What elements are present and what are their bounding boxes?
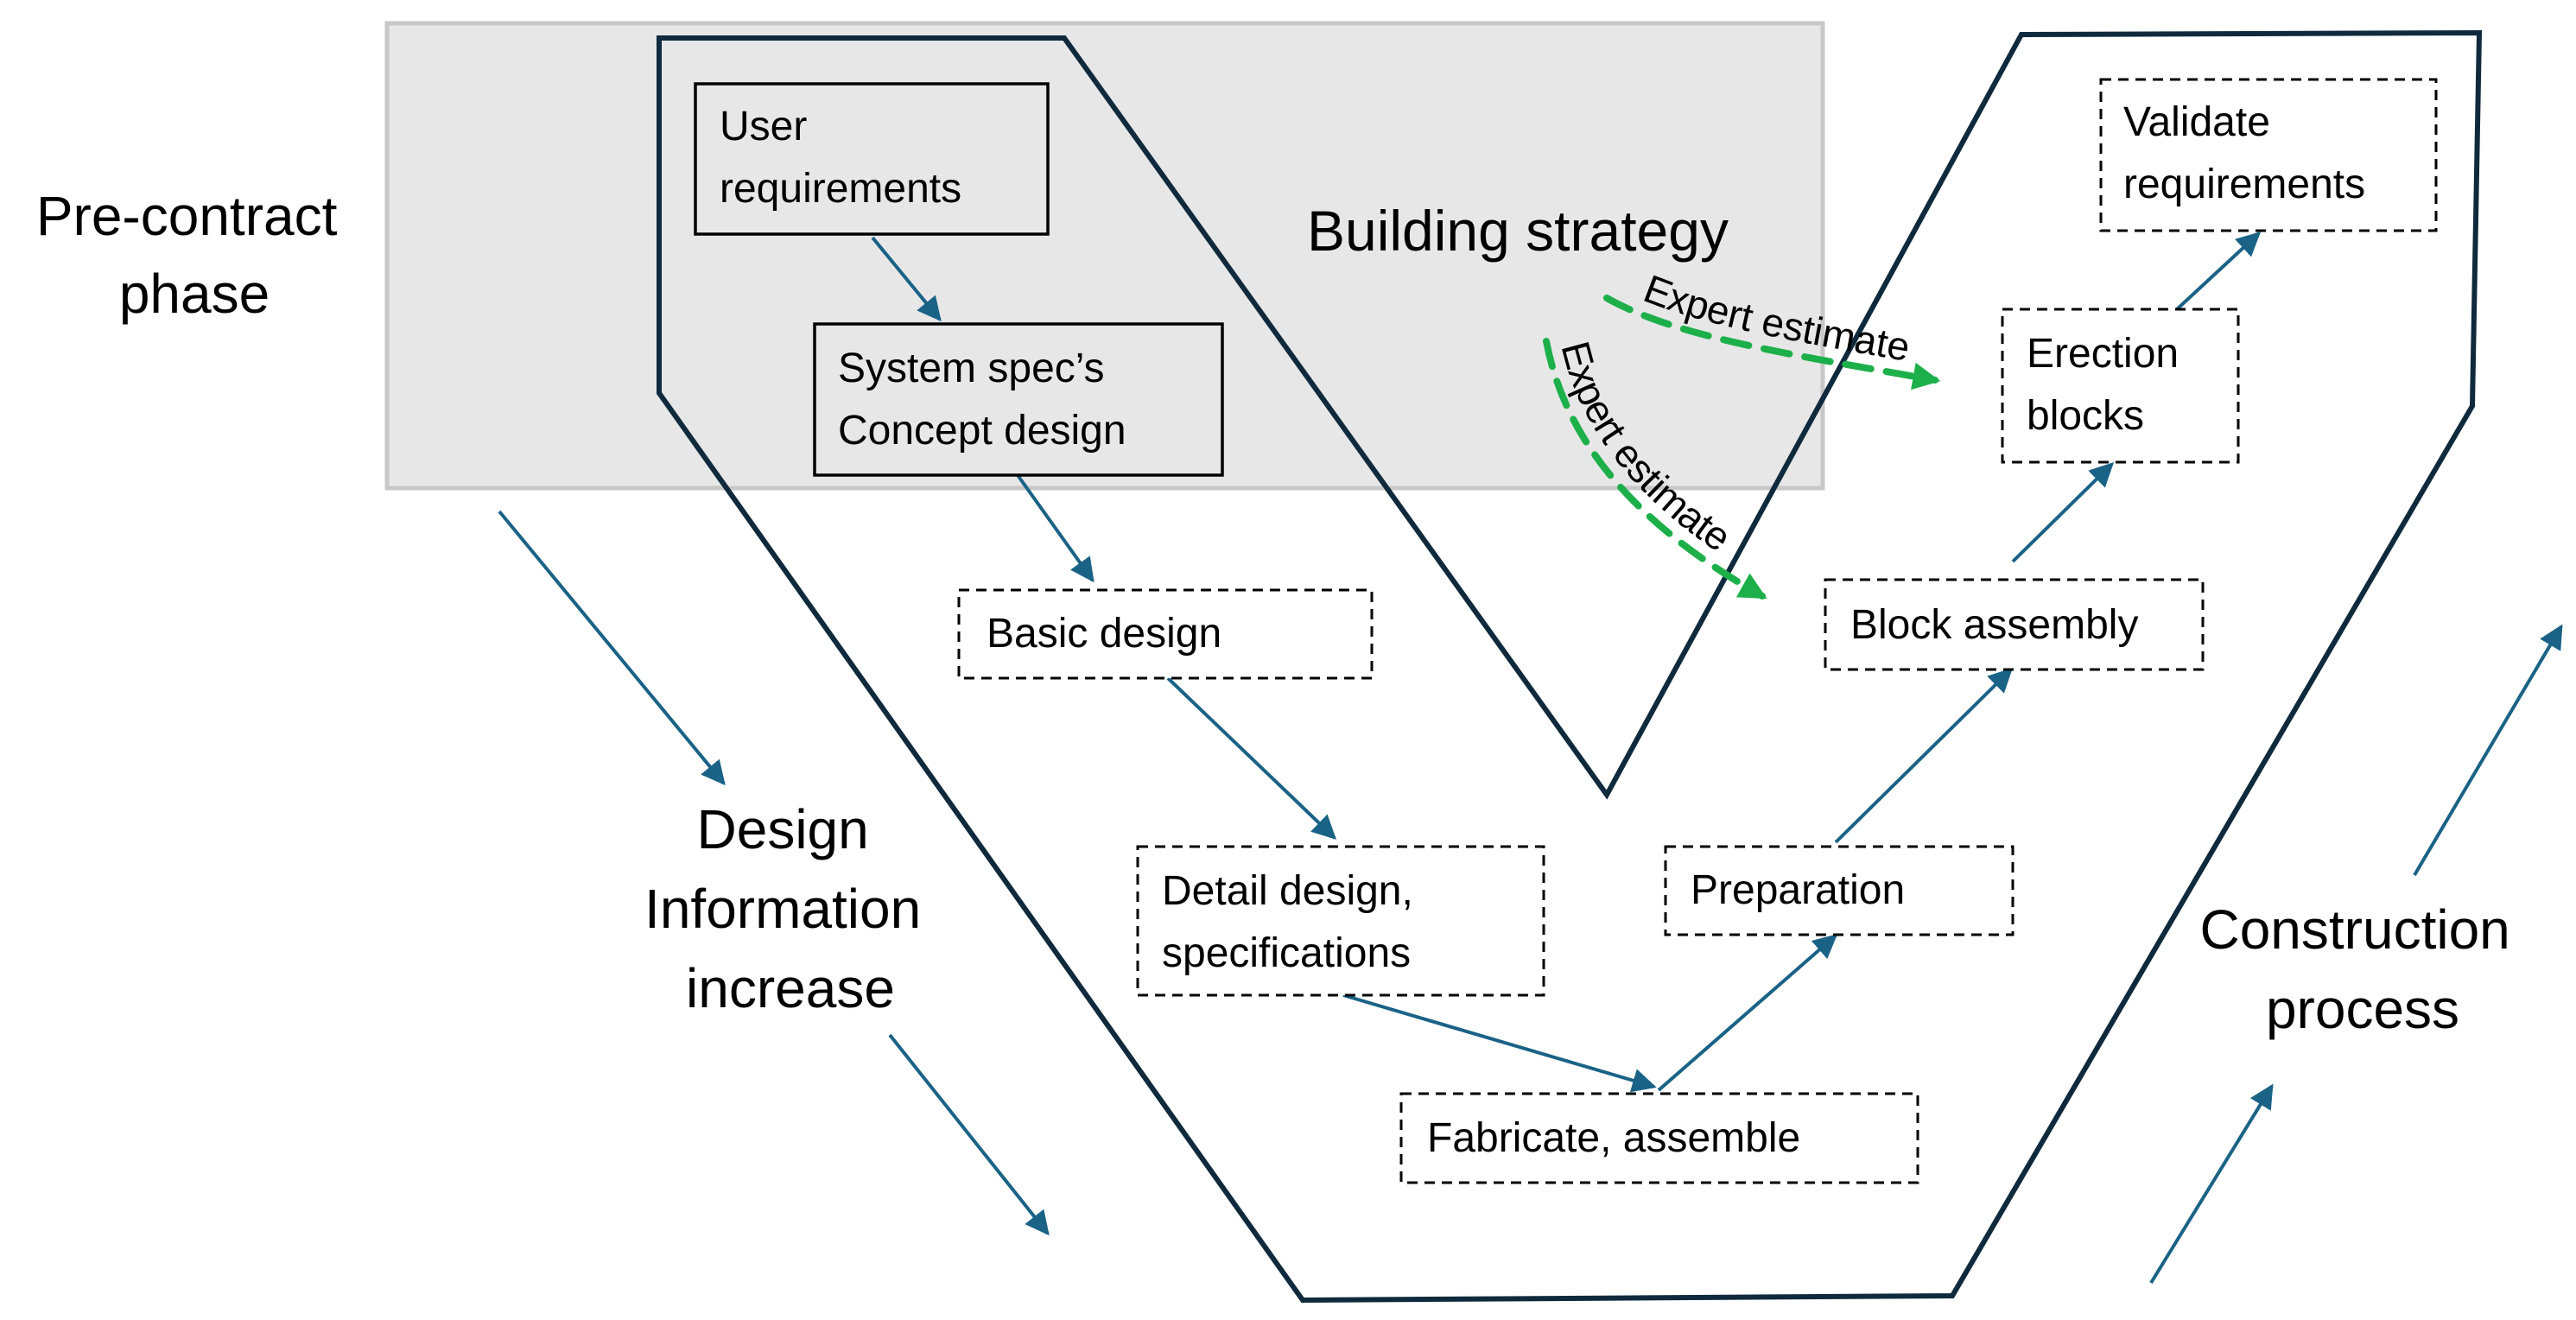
fabricate-text: Fabricate, assemble	[1427, 1115, 1800, 1161]
block-assembly-box	[1824, 578, 2205, 671]
pre-contract-region	[384, 21, 1825, 491]
arrow-fabricate-to-preparation	[1657, 934, 1838, 1092]
basic-design-text: Basic design	[987, 611, 1221, 657]
basic-design-box	[957, 588, 1374, 680]
v-outline	[657, 29, 2483, 1304]
system-spec-box	[813, 322, 1224, 477]
arrow-erection-to-validate	[2175, 232, 2262, 311]
arrow-system-to-basic	[1016, 473, 1094, 583]
arrow-preparation-to-block	[1834, 668, 2013, 844]
validate-box	[2099, 78, 2438, 232]
validate-text: Validate requirements	[2123, 99, 2365, 207]
arrow-basic-to-detail	[1166, 676, 1337, 840]
detail-design-text: Detail design, specifications	[1162, 868, 1424, 976]
block-assembly-text: Block assembly	[1850, 602, 2138, 648]
side-arrows	[498, 510, 2563, 1285]
erection-blocks-text: Erection blocks	[2027, 331, 2190, 439]
arrow-detail-to-fabricate	[1342, 993, 1657, 1093]
fabricate-box	[1399, 1092, 1919, 1184]
system-spec-text: System spec’s Concept design	[838, 346, 1126, 454]
arrow-user-to-system	[871, 236, 942, 322]
preparation-text: Preparation	[1691, 867, 1905, 913]
pre-contract-label: Pre-contract phase	[36, 185, 352, 325]
user-requirements-text: User requirements	[720, 104, 961, 212]
detail-design-box	[1136, 845, 1545, 997]
erection-blocks-box	[2001, 308, 2240, 464]
construction-arrow-upper	[2413, 624, 2563, 877]
arrow-block-to-erection	[2011, 462, 2114, 563]
construction-arrow-lower	[2149, 1083, 2274, 1285]
design-information-label: Design Information increase	[644, 798, 936, 1019]
user-requirements-box	[694, 82, 1050, 236]
design-arrow-upper	[498, 510, 726, 786]
flow-arrows	[871, 232, 2262, 1093]
construction-process-label: Construction process	[2199, 898, 2525, 1040]
design-arrow-lower	[888, 1033, 1050, 1236]
preparation-box	[1664, 845, 2014, 936]
building-strategy-label: Building strategy	[1307, 199, 1729, 263]
